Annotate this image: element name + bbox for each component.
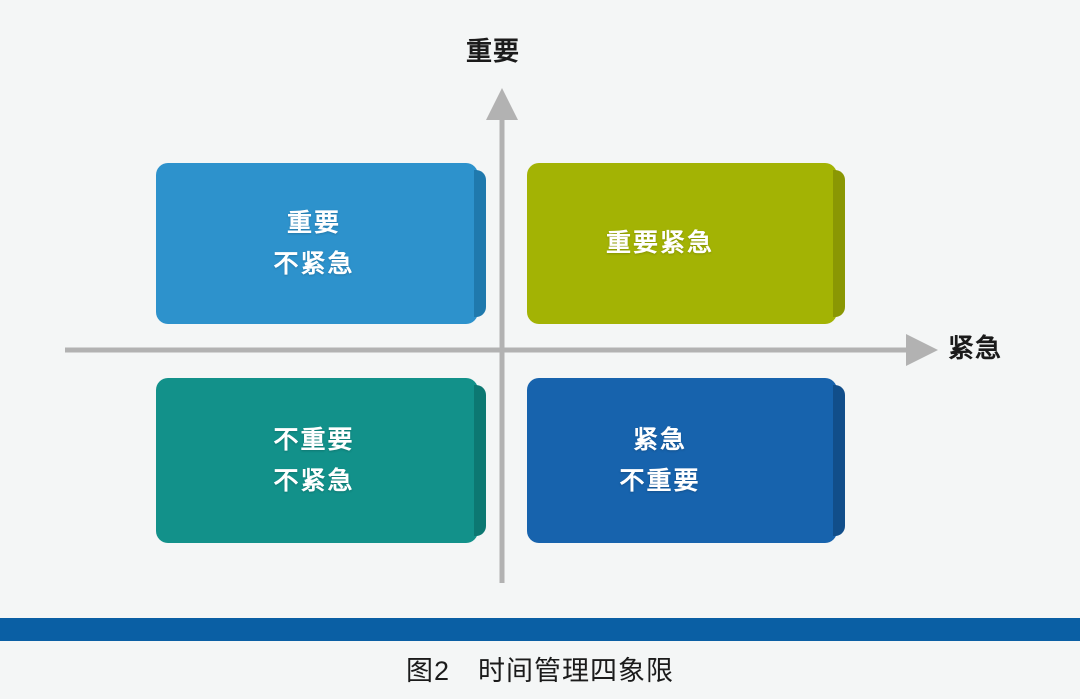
quadrant-label-line1: 不重要 [273,426,355,454]
quadrant-label-line2: 不紧急 [273,466,355,495]
quadrant-label-line2: 不重要 [619,466,701,495]
quadrant-important-not-urgent[interactable]: 重要 不紧急 [156,163,486,324]
vertical-axis-arrowhead [486,88,518,120]
axis-label-important: 重要 [466,36,521,66]
quadrant-important-urgent[interactable]: 重要紧急 [527,163,845,324]
quadrant-not-important-not-urgent[interactable]: 不重要 不紧急 [156,378,486,543]
quadrant-label-line1: 重要 [286,209,341,237]
axis-label-urgent: 紧急 [948,333,1003,363]
quadrant-label-line2: 不紧急 [273,249,355,278]
quadrant-label-line1: 紧急 [632,426,687,454]
quadrant-label-group: 重要紧急 [606,223,714,264]
quadrant-label-group: 重要 不紧急 [273,203,354,284]
horizontal-axis-arrowhead [906,334,938,366]
figure-caption: 图2 时间管理四象限 [405,656,675,686]
quadrant-label-group: 紧急 不重要 [619,420,700,501]
quadrant-label-line1: 重要紧急 [605,229,714,258]
quadrant-urgent-not-important[interactable]: 紧急 不重要 [527,378,845,543]
quadrant-label-group: 不重要 不紧急 [273,420,354,501]
footer-rule [0,618,1080,641]
